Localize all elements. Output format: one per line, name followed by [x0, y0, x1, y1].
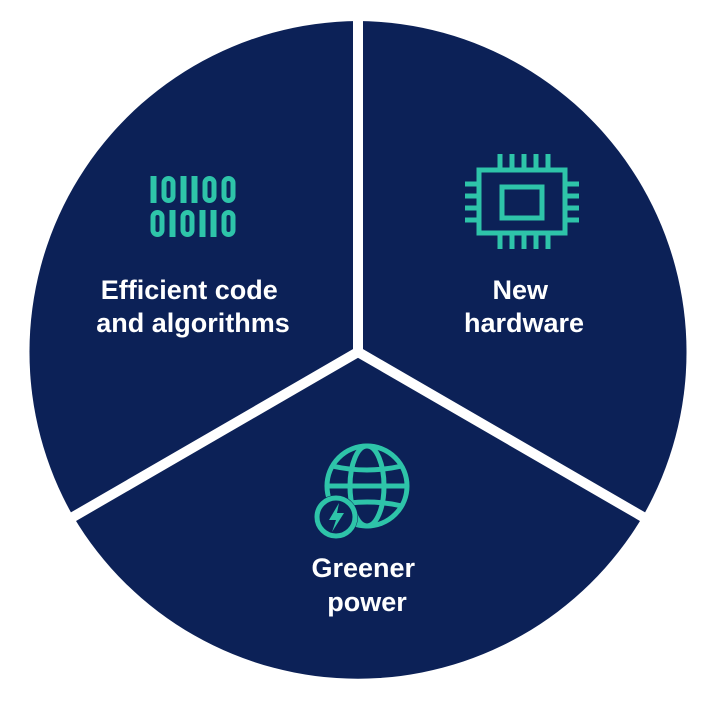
- binary-digit-zero: [161, 176, 176, 203]
- chip-pins-top: [497, 154, 551, 170]
- label-greener-power: Greener power: [311, 553, 422, 617]
- label-greener-power-line-2: power: [327, 587, 407, 617]
- label-new-hardware: New hardware: [464, 275, 584, 338]
- binary-digit-zero: [150, 210, 165, 237]
- segment-efficient-code: [29, 21, 358, 517]
- binary-digit-zero: [221, 176, 236, 203]
- divider-right: [355, 347, 653, 526]
- label-new-hardware-line-1: New: [492, 275, 549, 305]
- globe-lightning-icon: [314, 443, 410, 539]
- segment-new-hardware: [358, 21, 687, 517]
- chip-die: [499, 184, 545, 221]
- binary-code-icon: [150, 176, 236, 237]
- binary-digit-zero: [221, 210, 236, 237]
- chip-pins-bottom: [497, 233, 551, 249]
- label-greener-power-line-1: Greener: [311, 553, 415, 583]
- binary-digit-one: [180, 176, 187, 203]
- lightning-badge-ring: [314, 495, 358, 539]
- binary-digit-zero: [202, 176, 217, 203]
- chip-pins-left: [465, 181, 479, 223]
- cpu-chip-icon: [465, 154, 579, 249]
- label-efficient-code-line-1: Efficient code: [101, 275, 278, 305]
- binary-digit-one: [169, 210, 176, 237]
- binary-digit-one: [191, 176, 198, 203]
- binary-digit-one: [199, 210, 206, 237]
- chip-pins-right: [565, 181, 579, 223]
- label-efficient-code: Efficient code and algorithms: [96, 275, 290, 338]
- label-efficient-code-line-2: and algorithms: [96, 308, 290, 338]
- binary-digit-one: [150, 176, 157, 203]
- divider-left: [63, 347, 361, 526]
- label-new-hardware-line-2: hardware: [464, 308, 584, 338]
- segments: [29, 21, 687, 679]
- lightning-bolt-icon: [329, 503, 344, 532]
- binary-digit-zero: [180, 210, 195, 237]
- binary-digit-one: [210, 210, 217, 237]
- dividers: [63, 14, 653, 526]
